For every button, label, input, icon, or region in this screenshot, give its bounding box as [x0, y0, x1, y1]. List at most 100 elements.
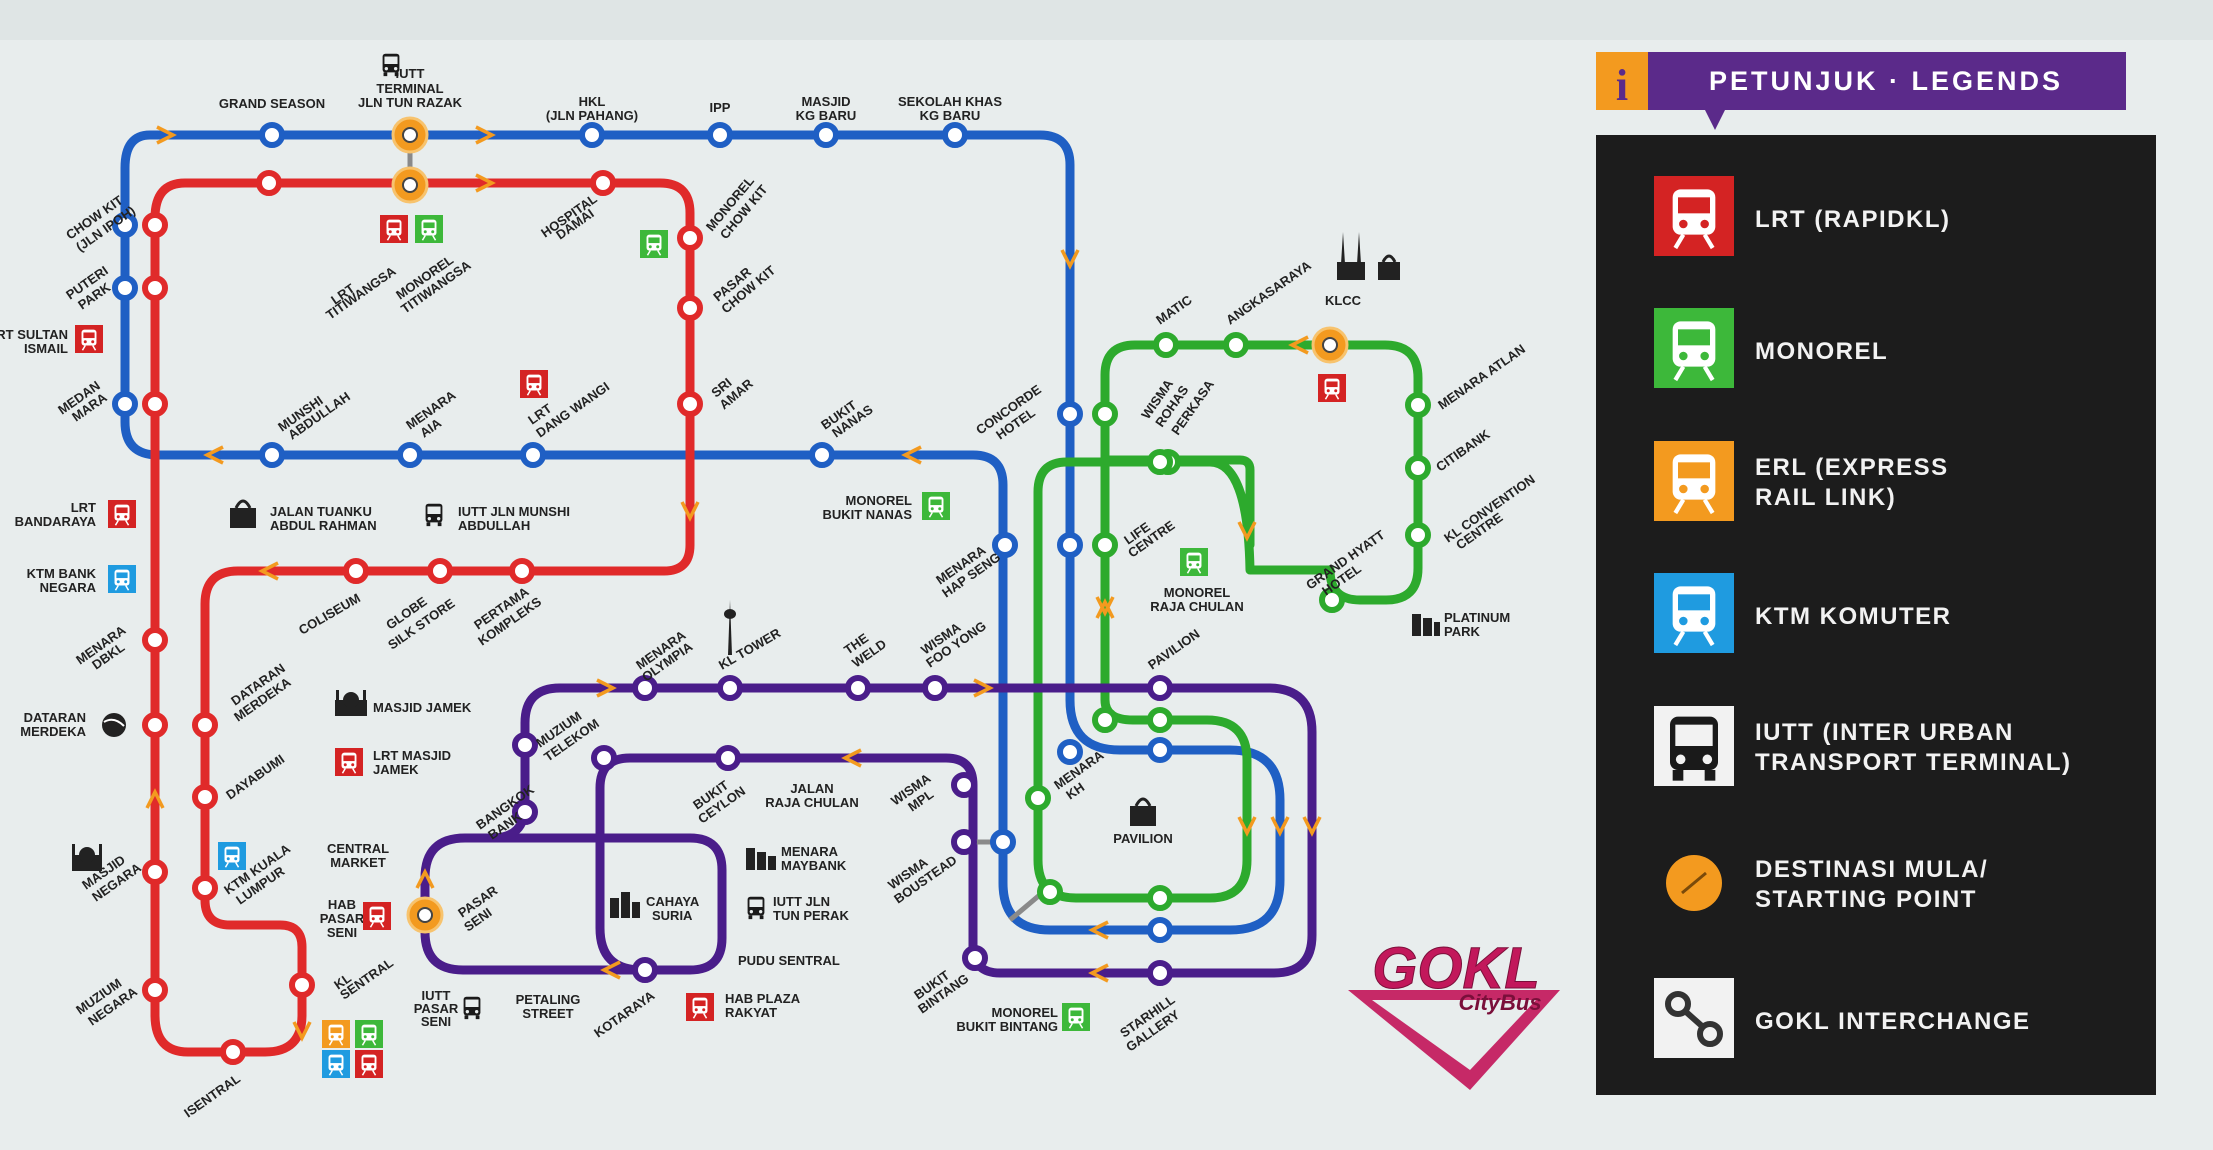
- station-stop[interactable]: [992, 532, 1018, 558]
- station-label: SEKOLAH KHAS: [898, 94, 1002, 109]
- station-stop[interactable]: [520, 442, 546, 468]
- station-stop[interactable]: [1405, 392, 1431, 418]
- station-stop[interactable]: [1147, 885, 1173, 911]
- station-stop[interactable]: [1057, 532, 1083, 558]
- station-stop[interactable]: [1147, 960, 1173, 986]
- station-stop[interactable]: [112, 212, 138, 238]
- starting-point-center: [402, 177, 418, 193]
- station-stop[interactable]: [813, 122, 839, 148]
- station-stop[interactable]: [142, 712, 168, 738]
- gokl-logo: GOKL CityBus: [1348, 936, 1560, 1090]
- iutt-bus-icon[interactable]: [425, 503, 443, 527]
- lrt-train-icon[interactable]: [1318, 374, 1346, 402]
- station-stop[interactable]: [192, 875, 218, 901]
- station-stop[interactable]: [512, 799, 538, 825]
- station-stop[interactable]: [112, 275, 138, 301]
- station-stop[interactable]: [1092, 401, 1118, 427]
- station-stop[interactable]: [343, 558, 369, 584]
- lrt-train-icon[interactable]: [335, 748, 363, 776]
- station-stop[interactable]: [512, 732, 538, 758]
- station-label: DATARAN: [24, 710, 86, 725]
- iutt-bus-icon[interactable]: [382, 53, 400, 77]
- lrt-train-icon[interactable]: [520, 370, 548, 398]
- station-stop[interactable]: [1147, 449, 1173, 475]
- station-stop[interactable]: [1405, 455, 1431, 481]
- station-stop[interactable]: [951, 829, 977, 855]
- station-stop[interactable]: [192, 784, 218, 810]
- station-stop[interactable]: [192, 712, 218, 738]
- station-stop[interactable]: [142, 391, 168, 417]
- lrt-train-icon[interactable]: [363, 902, 391, 930]
- monorel-train-icon[interactable]: [355, 1020, 383, 1048]
- station-stop[interactable]: [1037, 879, 1063, 905]
- station-stop[interactable]: [677, 295, 703, 321]
- station-stop[interactable]: [677, 225, 703, 251]
- station-stop[interactable]: [509, 558, 535, 584]
- lrt-train-icon[interactable]: [75, 325, 103, 353]
- ktm-train-icon[interactable]: [322, 1050, 350, 1078]
- station-stop[interactable]: [951, 772, 977, 798]
- iutt-bus-icon[interactable]: [747, 896, 765, 920]
- station-stop[interactable]: [1057, 401, 1083, 427]
- station-stop[interactable]: [632, 675, 658, 701]
- lrt-train-icon[interactable]: [380, 215, 408, 243]
- station-stop[interactable]: [962, 945, 988, 971]
- monorel-train-icon[interactable]: [1180, 548, 1208, 576]
- station-stop[interactable]: [259, 442, 285, 468]
- station-stop[interactable]: [256, 170, 282, 196]
- direction-arrow: [600, 960, 621, 980]
- station-stop[interactable]: [1319, 587, 1345, 613]
- station-stop[interactable]: [579, 122, 605, 148]
- lrt-train-icon[interactable]: [686, 993, 714, 1021]
- iutt-bus-icon[interactable]: [463, 996, 481, 1020]
- station-stop[interactable]: [677, 391, 703, 417]
- monorel-train-icon[interactable]: [922, 492, 950, 520]
- station-stop[interactable]: [1092, 532, 1118, 558]
- station-stop[interactable]: [220, 1039, 246, 1065]
- station-stop[interactable]: [1147, 675, 1173, 701]
- station-stop[interactable]: [942, 122, 968, 148]
- station-stop[interactable]: [707, 122, 733, 148]
- station-stop[interactable]: [1025, 785, 1051, 811]
- station-stop[interactable]: [112, 391, 138, 417]
- building-icon: [1412, 614, 1440, 636]
- station-stop[interactable]: [142, 859, 168, 885]
- station-stop[interactable]: [1223, 332, 1249, 358]
- station-stop[interactable]: [809, 442, 835, 468]
- ktm-train-icon[interactable]: [108, 565, 136, 593]
- station-stop[interactable]: [632, 957, 658, 983]
- station-stop[interactable]: [259, 122, 285, 148]
- legend-label: IUTT (INTER URBAN: [1755, 719, 2014, 746]
- station-stop[interactable]: [1147, 737, 1173, 763]
- station-stop[interactable]: [1057, 739, 1083, 765]
- station-stop[interactable]: [922, 675, 948, 701]
- station-stop[interactable]: [715, 745, 741, 771]
- monorel-train-icon[interactable]: [640, 230, 668, 258]
- station-stop[interactable]: [990, 829, 1016, 855]
- station-stop[interactable]: [142, 275, 168, 301]
- ktm-train-icon[interactable]: [218, 842, 246, 870]
- direction-arrow: [1095, 596, 1115, 617]
- erl-train-icon[interactable]: [322, 1020, 350, 1048]
- monorel-train-icon[interactable]: [1062, 1003, 1090, 1031]
- direction-arrow: [156, 125, 177, 145]
- station-stop[interactable]: [1405, 522, 1431, 548]
- station-stop[interactable]: [1092, 707, 1118, 733]
- station-stop[interactable]: [845, 675, 871, 701]
- station-stop[interactable]: [591, 745, 617, 771]
- station-stop[interactable]: [590, 170, 616, 196]
- station-stop[interactable]: [717, 675, 743, 701]
- direction-arrow: [292, 1021, 312, 1042]
- station-stop[interactable]: [1147, 917, 1173, 943]
- station-stop[interactable]: [142, 627, 168, 653]
- station-stop[interactable]: [1147, 707, 1173, 733]
- station-stop[interactable]: [142, 977, 168, 1003]
- station-stop[interactable]: [142, 212, 168, 238]
- station-stop[interactable]: [1153, 332, 1179, 358]
- lrt-train-icon[interactable]: [108, 500, 136, 528]
- lrt-train-icon[interactable]: [355, 1050, 383, 1078]
- station-stop[interactable]: [397, 442, 423, 468]
- monorel-train-icon[interactable]: [415, 215, 443, 243]
- station-stop[interactable]: [289, 972, 315, 998]
- station-stop[interactable]: [427, 558, 453, 584]
